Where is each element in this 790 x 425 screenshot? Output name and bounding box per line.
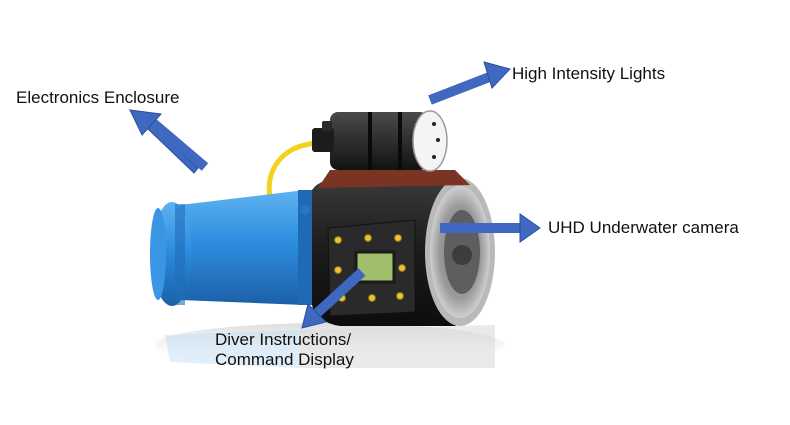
floor-reflection <box>155 323 505 368</box>
screw-set <box>334 234 406 302</box>
label-high-intensity-lights: High Intensity Lights <box>512 64 666 83</box>
arrow-electronics <box>128 109 209 174</box>
light-mount <box>318 170 470 188</box>
label-command-display: Command Display <box>215 350 354 369</box>
arrow-camera <box>440 213 541 243</box>
arrow-display <box>301 268 366 329</box>
camera-lens <box>425 178 495 326</box>
label-diver-instructions: Diver Instructions/ <box>215 330 352 349</box>
light-unit <box>312 110 448 172</box>
electronics-enclosure <box>150 190 312 306</box>
arrow-lights <box>428 61 511 105</box>
label-uhd-camera: UHD Underwater camera <box>548 218 739 237</box>
label-electronics-enclosure: Electronics Enclosure <box>16 88 180 107</box>
